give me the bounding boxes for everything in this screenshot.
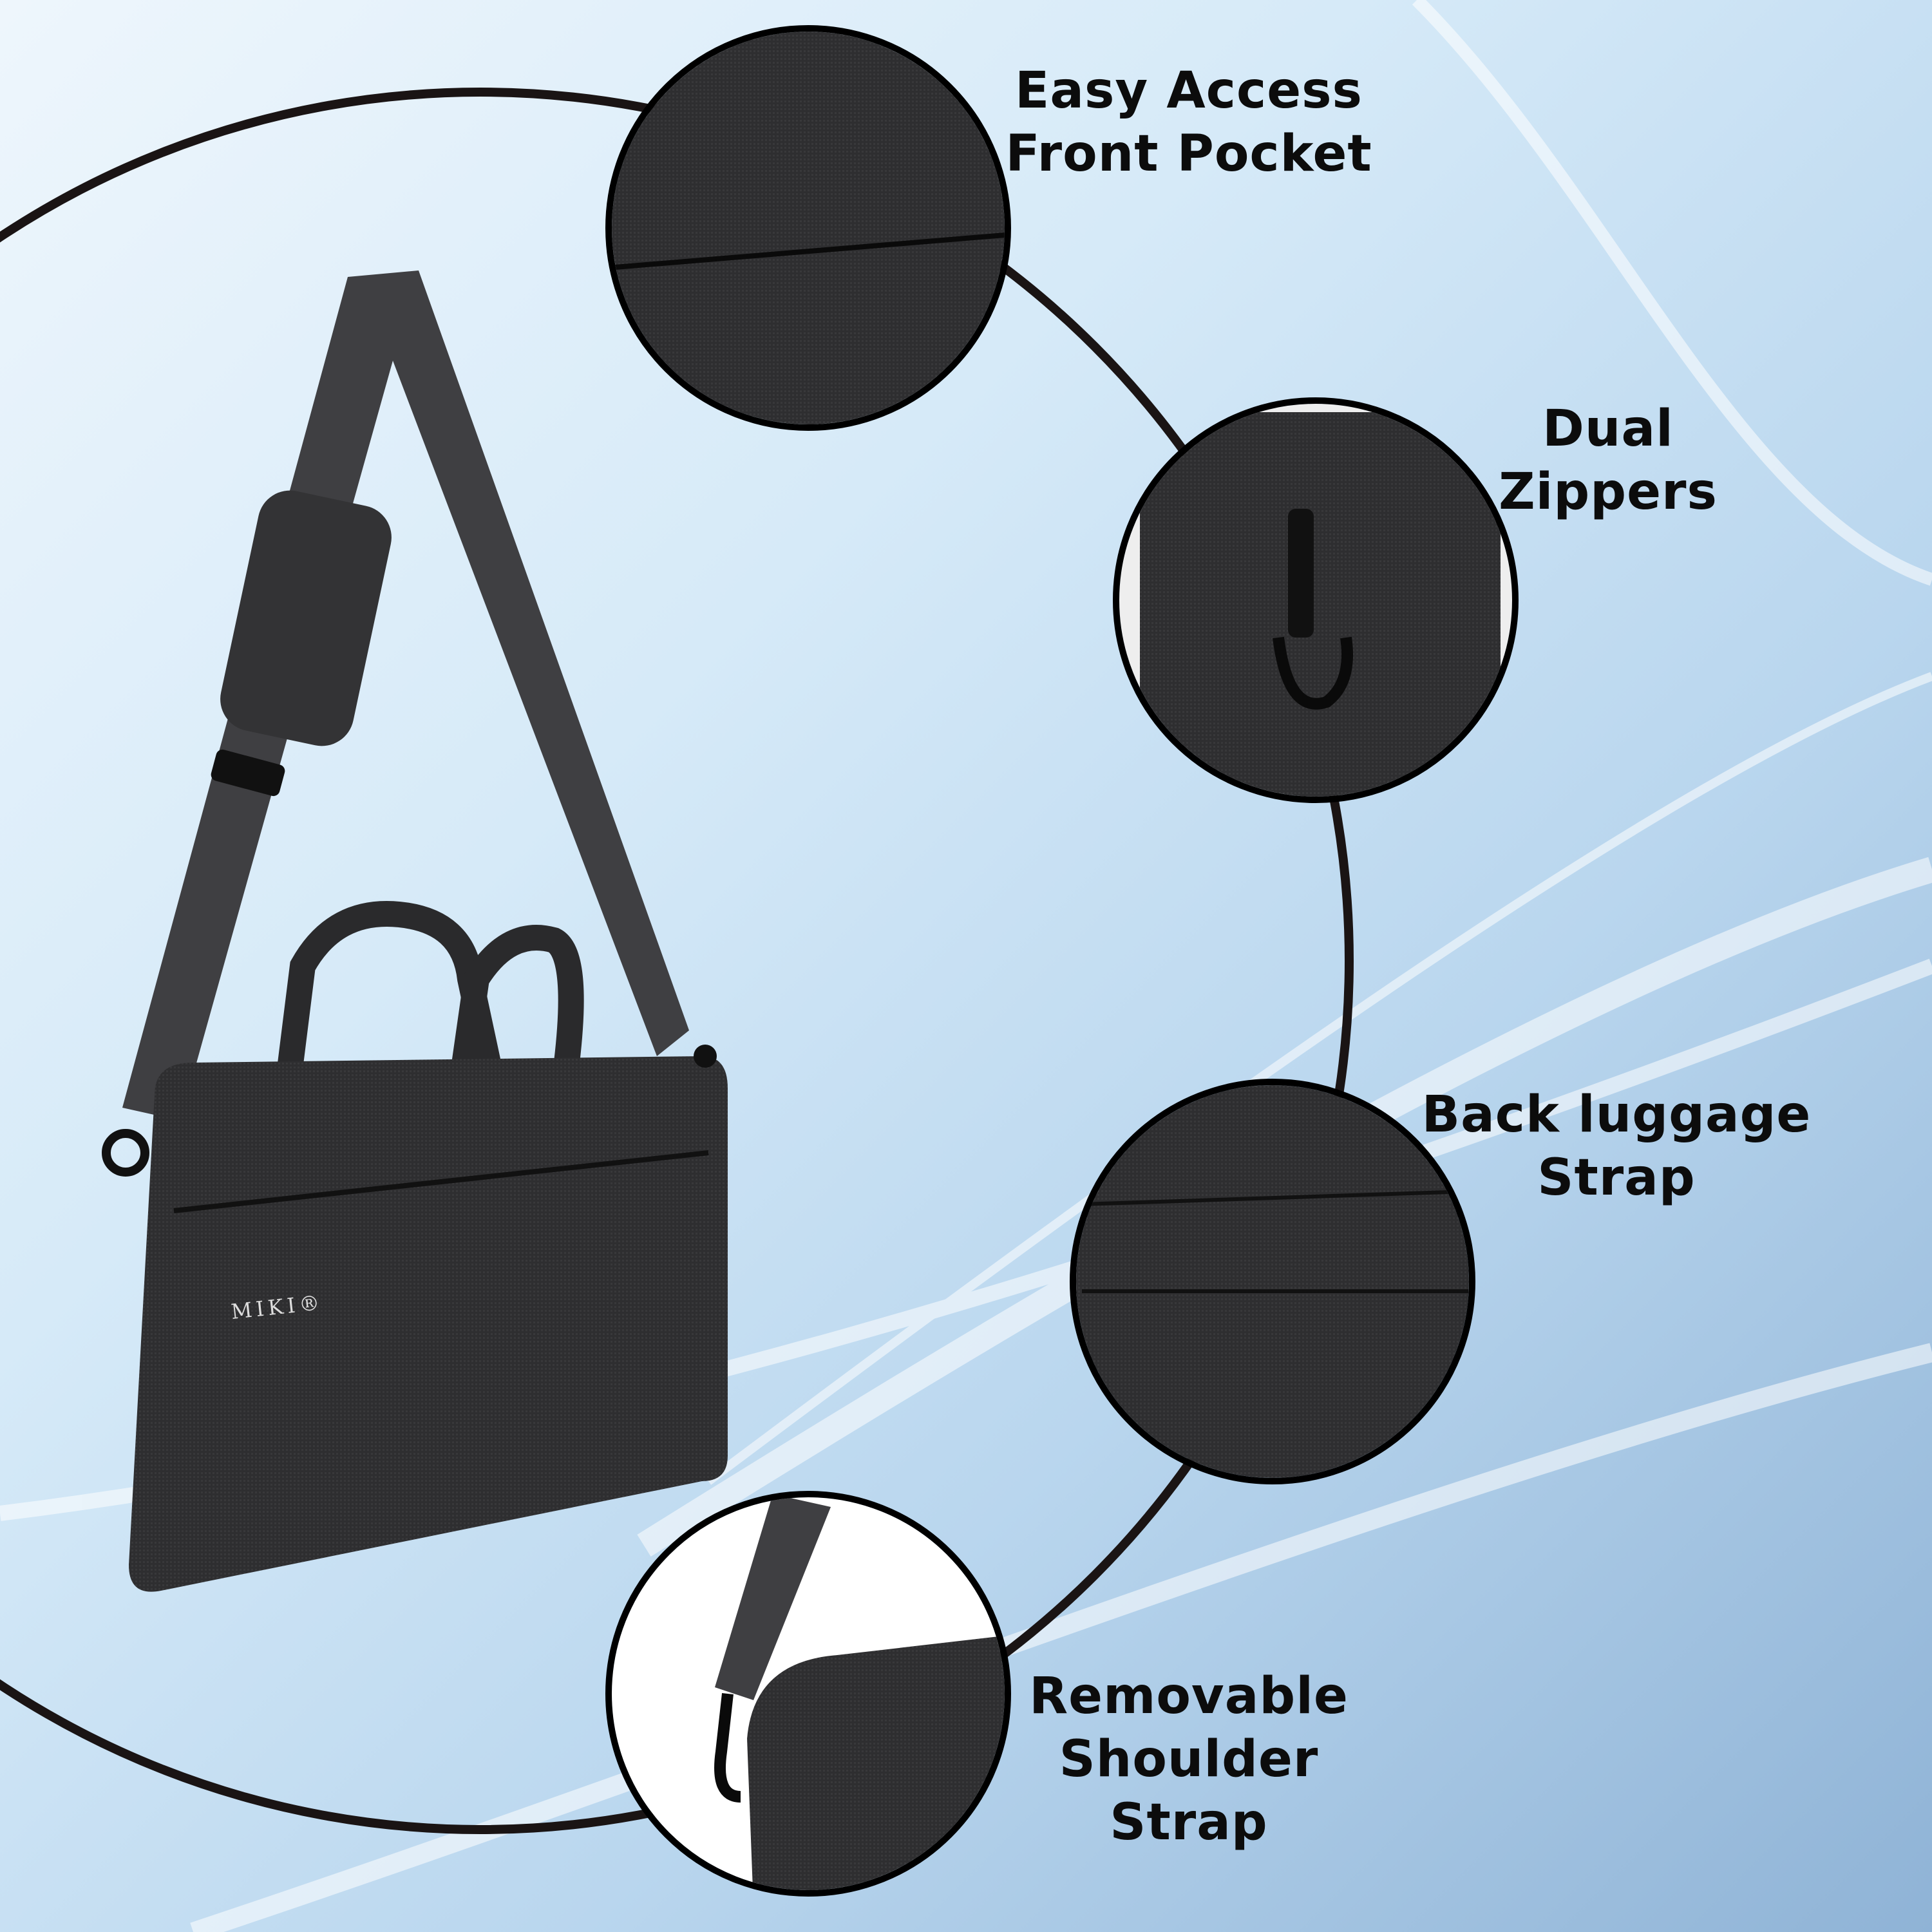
detail-back-luggage-strap (1070, 1079, 1475, 1484)
connector-arc (0, 88, 1354, 1834)
label-line: Strap (1110, 1794, 1268, 1852)
laptop-bag-image (102, 270, 728, 1592)
detail-front-pocket (605, 25, 1011, 431)
label-line: Easy Access (1015, 62, 1363, 120)
label-line: Dual (1542, 400, 1674, 458)
feature-label-front-pocket: Easy Access Front Pocket (1005, 59, 1372, 185)
detail-dual-zippers (1113, 397, 1519, 803)
label-line: Shoulder (1059, 1730, 1319, 1788)
label-line: Zippers (1499, 463, 1718, 521)
label-line: Strap (1537, 1149, 1696, 1207)
label-line: Front Pocket (1005, 125, 1372, 183)
label-line: Removable (1029, 1667, 1349, 1725)
feature-label-shoulder-strap: Removable Shoulder Strap (1029, 1665, 1349, 1854)
label-line: Back luggage (1421, 1086, 1812, 1144)
feature-label-back-luggage-strap: Back luggage Strap (1422, 1083, 1812, 1209)
detail-shoulder-strap (605, 1491, 1011, 1897)
feature-label-dual-zippers: Dual Zippers (1499, 397, 1718, 524)
